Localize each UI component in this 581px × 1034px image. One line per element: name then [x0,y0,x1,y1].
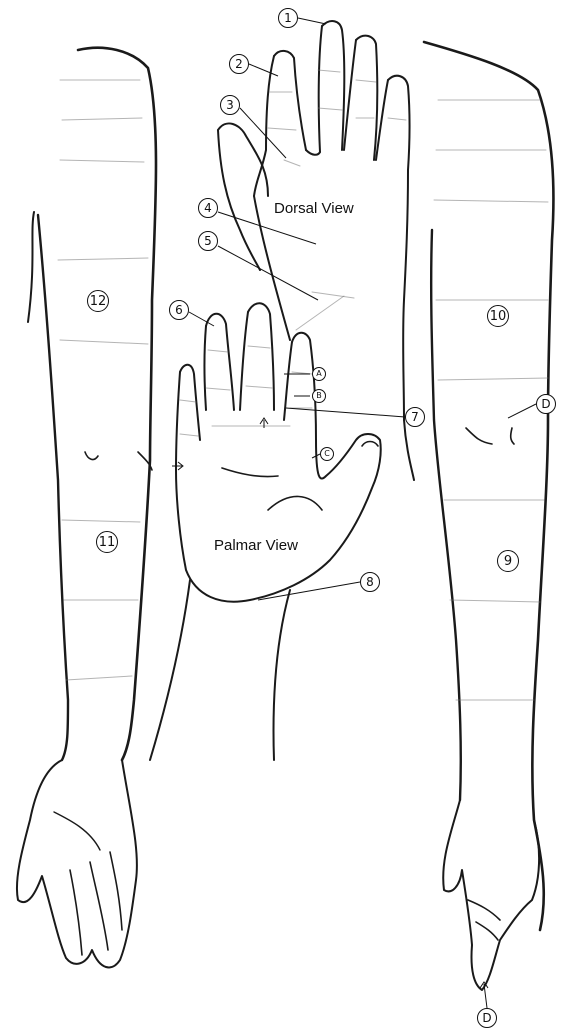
marker-b: B [312,389,326,403]
marker-3: 3 [220,95,240,115]
marker-9: 9 [497,550,519,572]
marker-2: 2 [229,54,249,74]
marker-7: 7 [405,407,425,427]
marker-10: 10 [487,305,509,327]
marker-1: 1 [278,8,298,28]
palmar-view-caption: Palmar View [214,537,298,554]
marker-5: 5 [198,231,218,251]
right-arm-drawing [424,42,553,990]
dorsal-view-caption: Dorsal View [274,200,354,217]
left-arm-drawing [17,48,156,968]
marker-12: 12 [87,290,109,312]
marker-4: 4 [198,198,218,218]
marker-a: A [312,367,326,381]
leader-lines [189,18,536,1008]
marker-d-lower: D [477,1008,497,1028]
marker-c: C [320,447,334,461]
palmar-hand-drawing [150,303,381,760]
marker-6: 6 [169,300,189,320]
marker-11: 11 [96,531,118,553]
marker-d-upper: D [536,394,556,414]
marker-8: 8 [360,572,380,592]
